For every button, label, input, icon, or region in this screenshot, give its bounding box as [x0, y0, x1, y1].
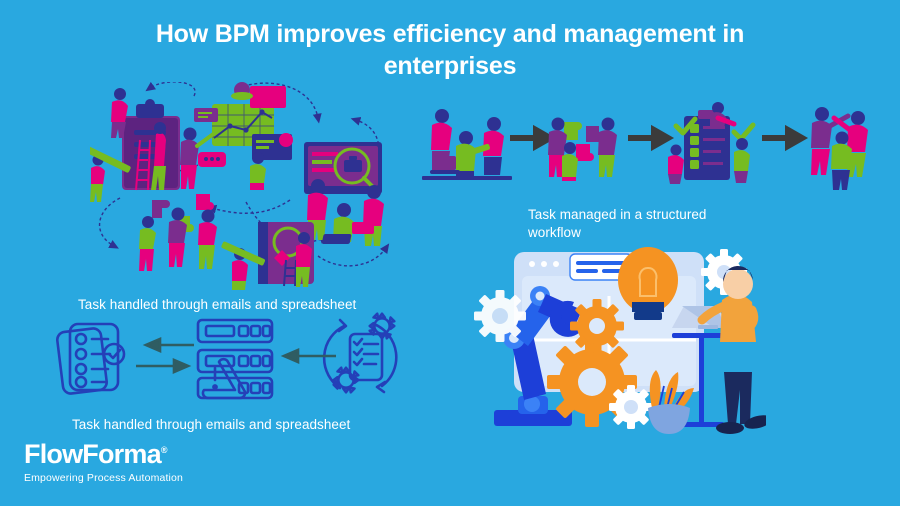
- lightbulb-icon: [618, 247, 678, 320]
- unstructured-task-cluster: [85, 81, 410, 299]
- caption-structured-workflow: Task managed in a structured workflow: [528, 207, 707, 241]
- caption-unstructured-bottom: Task handled through emails and spreadsh…: [72, 417, 351, 432]
- structured-workflow-row: [418, 98, 878, 199]
- stage-celebration-high-five: [811, 107, 868, 190]
- process-automation-scene: [466, 240, 772, 460]
- server-stack-warning-icon: [196, 318, 274, 400]
- stage-team-collaboration: [422, 109, 512, 180]
- gears: [474, 249, 747, 429]
- document-review-scene: [221, 222, 314, 299]
- analysis-scene: [304, 142, 384, 246]
- person-at-standing-desk: [672, 265, 772, 434]
- email-spreadsheet-bottleneck: [48, 312, 428, 409]
- flow-arrow-1: [510, 124, 557, 152]
- stage-puzzle-assembly: [548, 117, 617, 181]
- page-title: How BPM improves efficiency and manageme…: [155, 20, 745, 80]
- flow-arrow-3: [762, 124, 809, 152]
- logo-tagline: Empowering Process Automation: [24, 472, 184, 484]
- plant: [648, 370, 694, 434]
- logo-word-part1: Flow: [24, 439, 83, 469]
- puzzle-scene: [139, 194, 217, 271]
- flowforma-logo[interactable]: FlowForma® Empowering Process Automation: [24, 441, 183, 484]
- logo-word-part2: Forma: [82, 439, 161, 469]
- icon-flow-arrows: [136, 337, 336, 374]
- stage-checklist-approval: [668, 102, 756, 184]
- flow-arrow-2: [628, 124, 675, 152]
- logo-registered-mark: ®: [160, 445, 168, 455]
- chart-screens-scene: [180, 82, 293, 190]
- clipboard-scene: [85, 88, 180, 202]
- gears-checklist-cycle-icon: [322, 312, 398, 394]
- logo-wordmark: FlowForma®: [24, 441, 183, 468]
- checklist-clipboard-icon: [56, 322, 126, 395]
- caption-unstructured-top: Task handled through emails and spreadsh…: [78, 297, 357, 312]
